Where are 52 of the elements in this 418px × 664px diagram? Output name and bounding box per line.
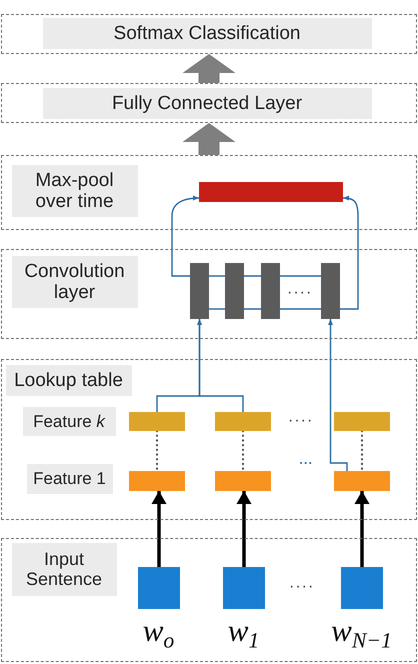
arrow	[340, 196, 359, 310]
feature-map-bar	[224, 262, 244, 318]
dotted-line	[360, 430, 364, 472]
ellipsis: ····	[287, 284, 312, 302]
feature-map-bar	[190, 262, 208, 318]
connector-line	[244, 275, 261, 277]
embedding-bar	[128, 470, 184, 490]
word-block	[340, 566, 382, 608]
word-label: w$_{1}$	[228, 614, 260, 648]
embedding-bar	[128, 412, 184, 430]
layer-label: Feature k	[22, 406, 116, 436]
feature-map-bar	[260, 262, 280, 318]
layer-label: Lookup table	[6, 364, 132, 396]
arrow	[354, 491, 370, 567]
block-arrow	[182, 54, 236, 83]
ellipsis: ····	[288, 412, 314, 430]
arrow	[328, 319, 348, 471]
word-label: w$_{N−1}$	[331, 614, 392, 648]
embedding-bar	[214, 412, 270, 430]
embedding-bar	[214, 470, 270, 490]
layer-label: Convolution layer	[12, 256, 138, 308]
layer-label: Input Sentence	[12, 542, 116, 596]
embedding-bar	[334, 412, 390, 430]
connector-line	[280, 275, 321, 277]
dashed-panel	[1, 249, 417, 339]
connector-line	[280, 308, 321, 310]
layer-label: Max-pool over time	[12, 164, 138, 216]
arrow	[171, 196, 200, 277]
dashed-panel	[1, 14, 417, 54]
arrow	[236, 491, 252, 567]
arrow	[197, 319, 244, 412]
dashed-panel	[1, 538, 417, 662]
layer-label: Feature 1	[26, 464, 112, 494]
connector-line	[209, 275, 225, 277]
connector-line	[244, 308, 261, 310]
word-block	[222, 566, 264, 608]
layer-label: Fully Connected Layer	[42, 88, 372, 118]
dashed-panel	[1, 155, 417, 230]
dotted-line	[242, 430, 244, 472]
dashed-panel	[1, 83, 417, 123]
arrow	[152, 491, 166, 567]
embedding-bar	[334, 470, 390, 490]
connector-line	[209, 308, 225, 310]
pooled-bar	[198, 182, 342, 202]
block-arrow	[182, 123, 236, 155]
dashed-panel	[1, 359, 417, 520]
layer-label: Softmax Classification	[42, 18, 372, 48]
dotted-line	[156, 430, 158, 472]
word-label: w$_{o}$	[142, 614, 174, 648]
feature-map-bar	[320, 262, 340, 318]
ellipsis: ····	[289, 578, 314, 596]
word-block	[138, 566, 180, 608]
